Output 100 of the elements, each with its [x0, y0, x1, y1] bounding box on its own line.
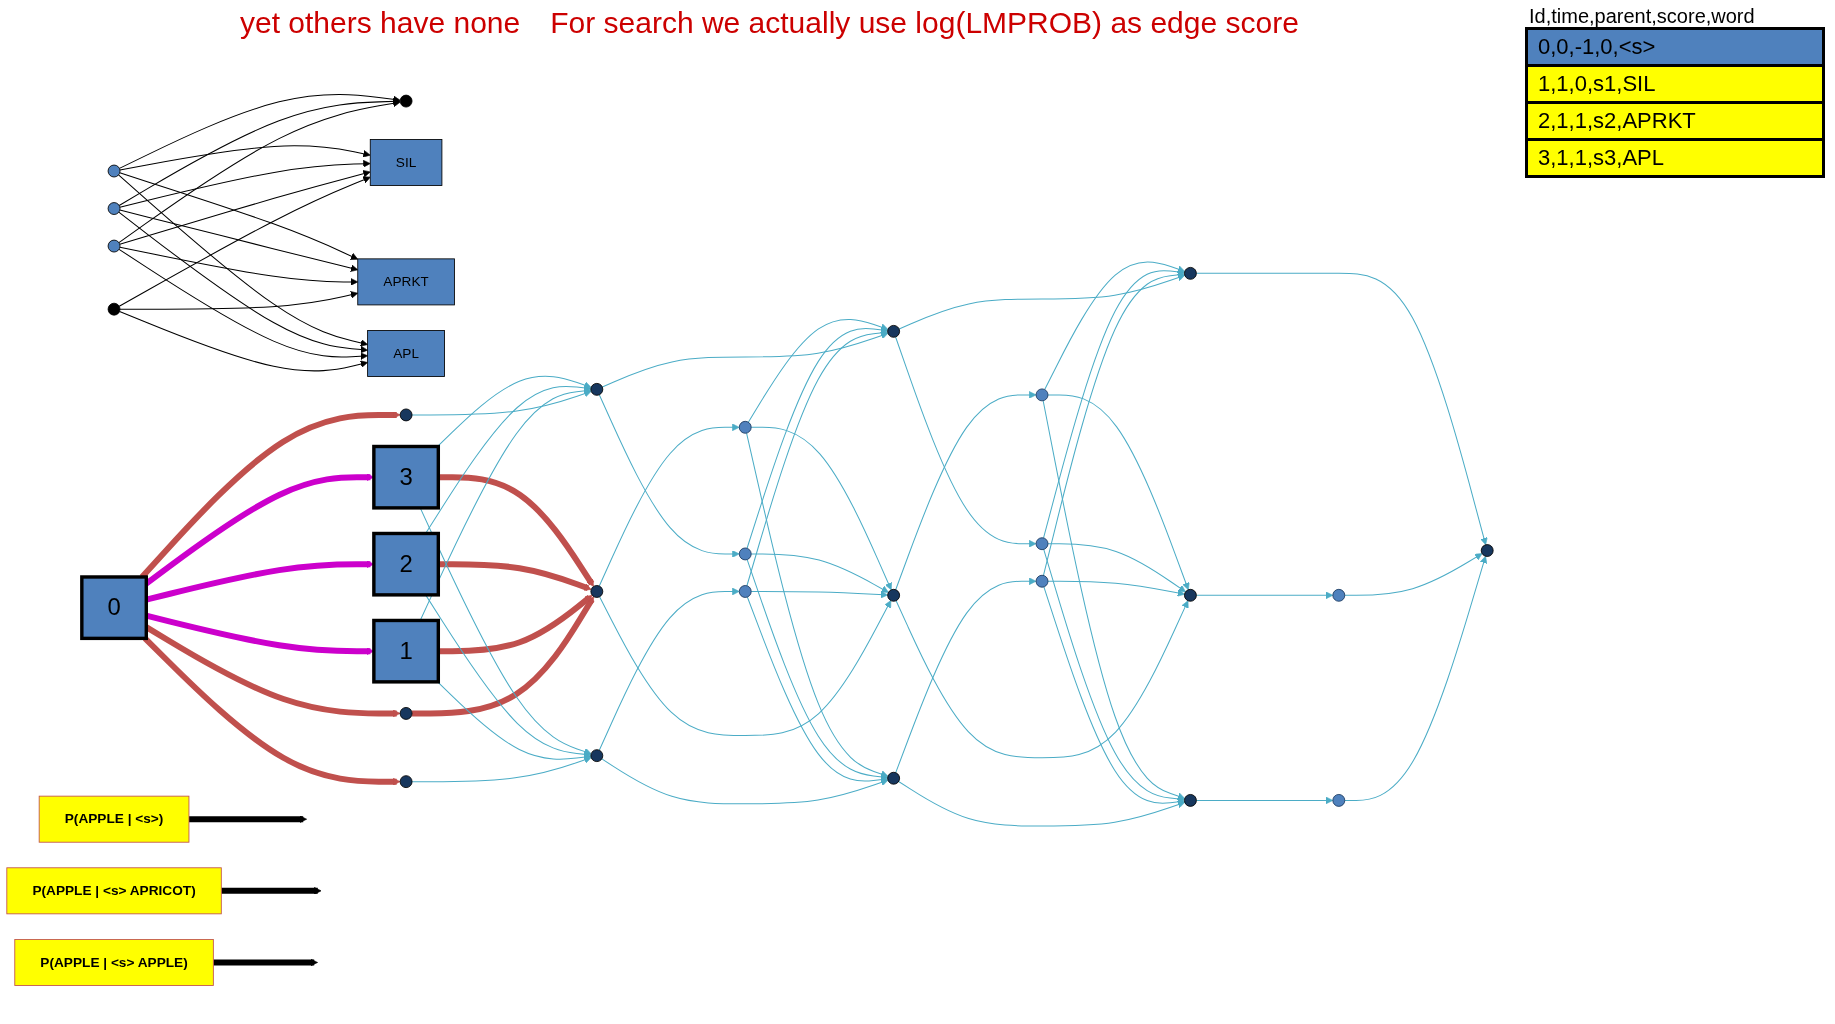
arrow	[118, 174, 368, 347]
node-circle	[590, 749, 604, 763]
node-box: 0	[80, 575, 148, 641]
arrow	[411, 389, 592, 416]
arrow	[145, 612, 375, 655]
arrow	[898, 780, 1186, 827]
arrow	[438, 594, 593, 655]
node-circle	[738, 547, 752, 561]
arrow	[142, 636, 401, 786]
node-circle	[887, 771, 901, 785]
arrow	[437, 681, 592, 761]
arrow	[895, 391, 1037, 591]
arrow	[750, 426, 892, 591]
arrow	[118, 99, 401, 244]
arrow	[119, 209, 359, 272]
arrow	[601, 758, 889, 805]
node-circle	[590, 382, 604, 396]
arrow	[746, 329, 889, 587]
arrow	[598, 394, 740, 558]
arrow	[145, 560, 375, 603]
node-circle	[1035, 388, 1049, 402]
table-row: 1,1,0,s1,SIL	[1525, 64, 1825, 104]
arrow	[119, 160, 371, 208]
arrow	[747, 318, 889, 423]
arrow	[895, 336, 1037, 548]
node-box: P(APPLE | <s> APRICOT)	[6, 867, 222, 915]
note-text: For search we actually use log(LMPROB) as edge score	[550, 6, 1299, 40]
table-header: Id,time,parent,score,word	[1528, 4, 1756, 29]
arrow	[1047, 580, 1185, 597]
node-box: APL	[367, 330, 445, 377]
arrow	[598, 587, 740, 751]
arrow	[750, 553, 889, 593]
note-text: yet others have none	[240, 6, 521, 40]
node-circle	[1184, 266, 1197, 280]
arrow	[1043, 586, 1185, 806]
arrow	[1042, 400, 1186, 800]
arrow	[438, 561, 592, 592]
node-circle	[1035, 574, 1049, 588]
arrow	[1195, 796, 1334, 805]
node-box: 1	[372, 618, 440, 684]
table-row: 2,1,1,s2,APRKT	[1525, 101, 1825, 141]
table-row: 0,0,-1,0,<s>	[1525, 27, 1825, 67]
arrow	[419, 507, 592, 756]
node-circle	[738, 420, 752, 434]
arrow	[1047, 394, 1190, 591]
arrow	[119, 170, 371, 245]
node-box: P(APPLE | <s>)	[38, 795, 190, 843]
node-circle	[1332, 794, 1346, 807]
node-circle	[1184, 588, 1197, 602]
node-circle	[887, 324, 901, 338]
node-circle	[399, 707, 413, 720]
arrow	[119, 291, 359, 310]
node-circle	[1035, 537, 1049, 551]
arrow	[119, 172, 359, 260]
arrow	[895, 600, 1189, 759]
arrow	[746, 559, 889, 781]
arrow	[746, 326, 889, 549]
arrow	[118, 94, 401, 169]
arrow	[425, 594, 592, 758]
arrow	[437, 375, 592, 447]
node-box: SIL	[369, 139, 443, 186]
arrow	[1044, 261, 1186, 391]
arrow	[746, 432, 889, 778]
arrow	[118, 176, 371, 307]
node-circle	[1480, 544, 1494, 557]
arrow	[898, 273, 1186, 330]
arrow	[188, 815, 307, 823]
node-circle	[107, 164, 121, 178]
arrow	[118, 248, 368, 360]
arrow	[425, 384, 592, 534]
arrow	[438, 474, 595, 587]
arrow	[221, 887, 322, 895]
arrow	[598, 423, 740, 587]
node-circle	[590, 585, 604, 598]
node-box: P(APPLE | <s> APPLE)	[14, 939, 214, 986]
arrow	[1344, 555, 1488, 801]
arrow	[1043, 548, 1185, 803]
node-circle	[1332, 588, 1346, 602]
node-circle	[399, 408, 413, 422]
arrow	[895, 577, 1037, 774]
node-circle	[399, 775, 413, 789]
arrow	[1195, 591, 1334, 600]
arrow	[750, 590, 888, 599]
arrow	[118, 211, 368, 354]
arrow	[1344, 553, 1483, 596]
arrow	[1047, 543, 1186, 593]
arrow	[599, 596, 892, 737]
arrow	[412, 596, 595, 717]
arrow	[1195, 272, 1488, 546]
node-box: 3	[372, 444, 440, 510]
arrow	[411, 756, 592, 783]
node-circle	[1184, 794, 1197, 807]
arrow	[119, 145, 371, 171]
node-circle	[107, 239, 121, 253]
node-circle	[107, 202, 121, 215]
arrow	[746, 596, 889, 784]
node-circle	[738, 585, 752, 598]
arrow	[419, 387, 592, 621]
arrow	[601, 331, 889, 388]
arrow	[213, 958, 318, 967]
